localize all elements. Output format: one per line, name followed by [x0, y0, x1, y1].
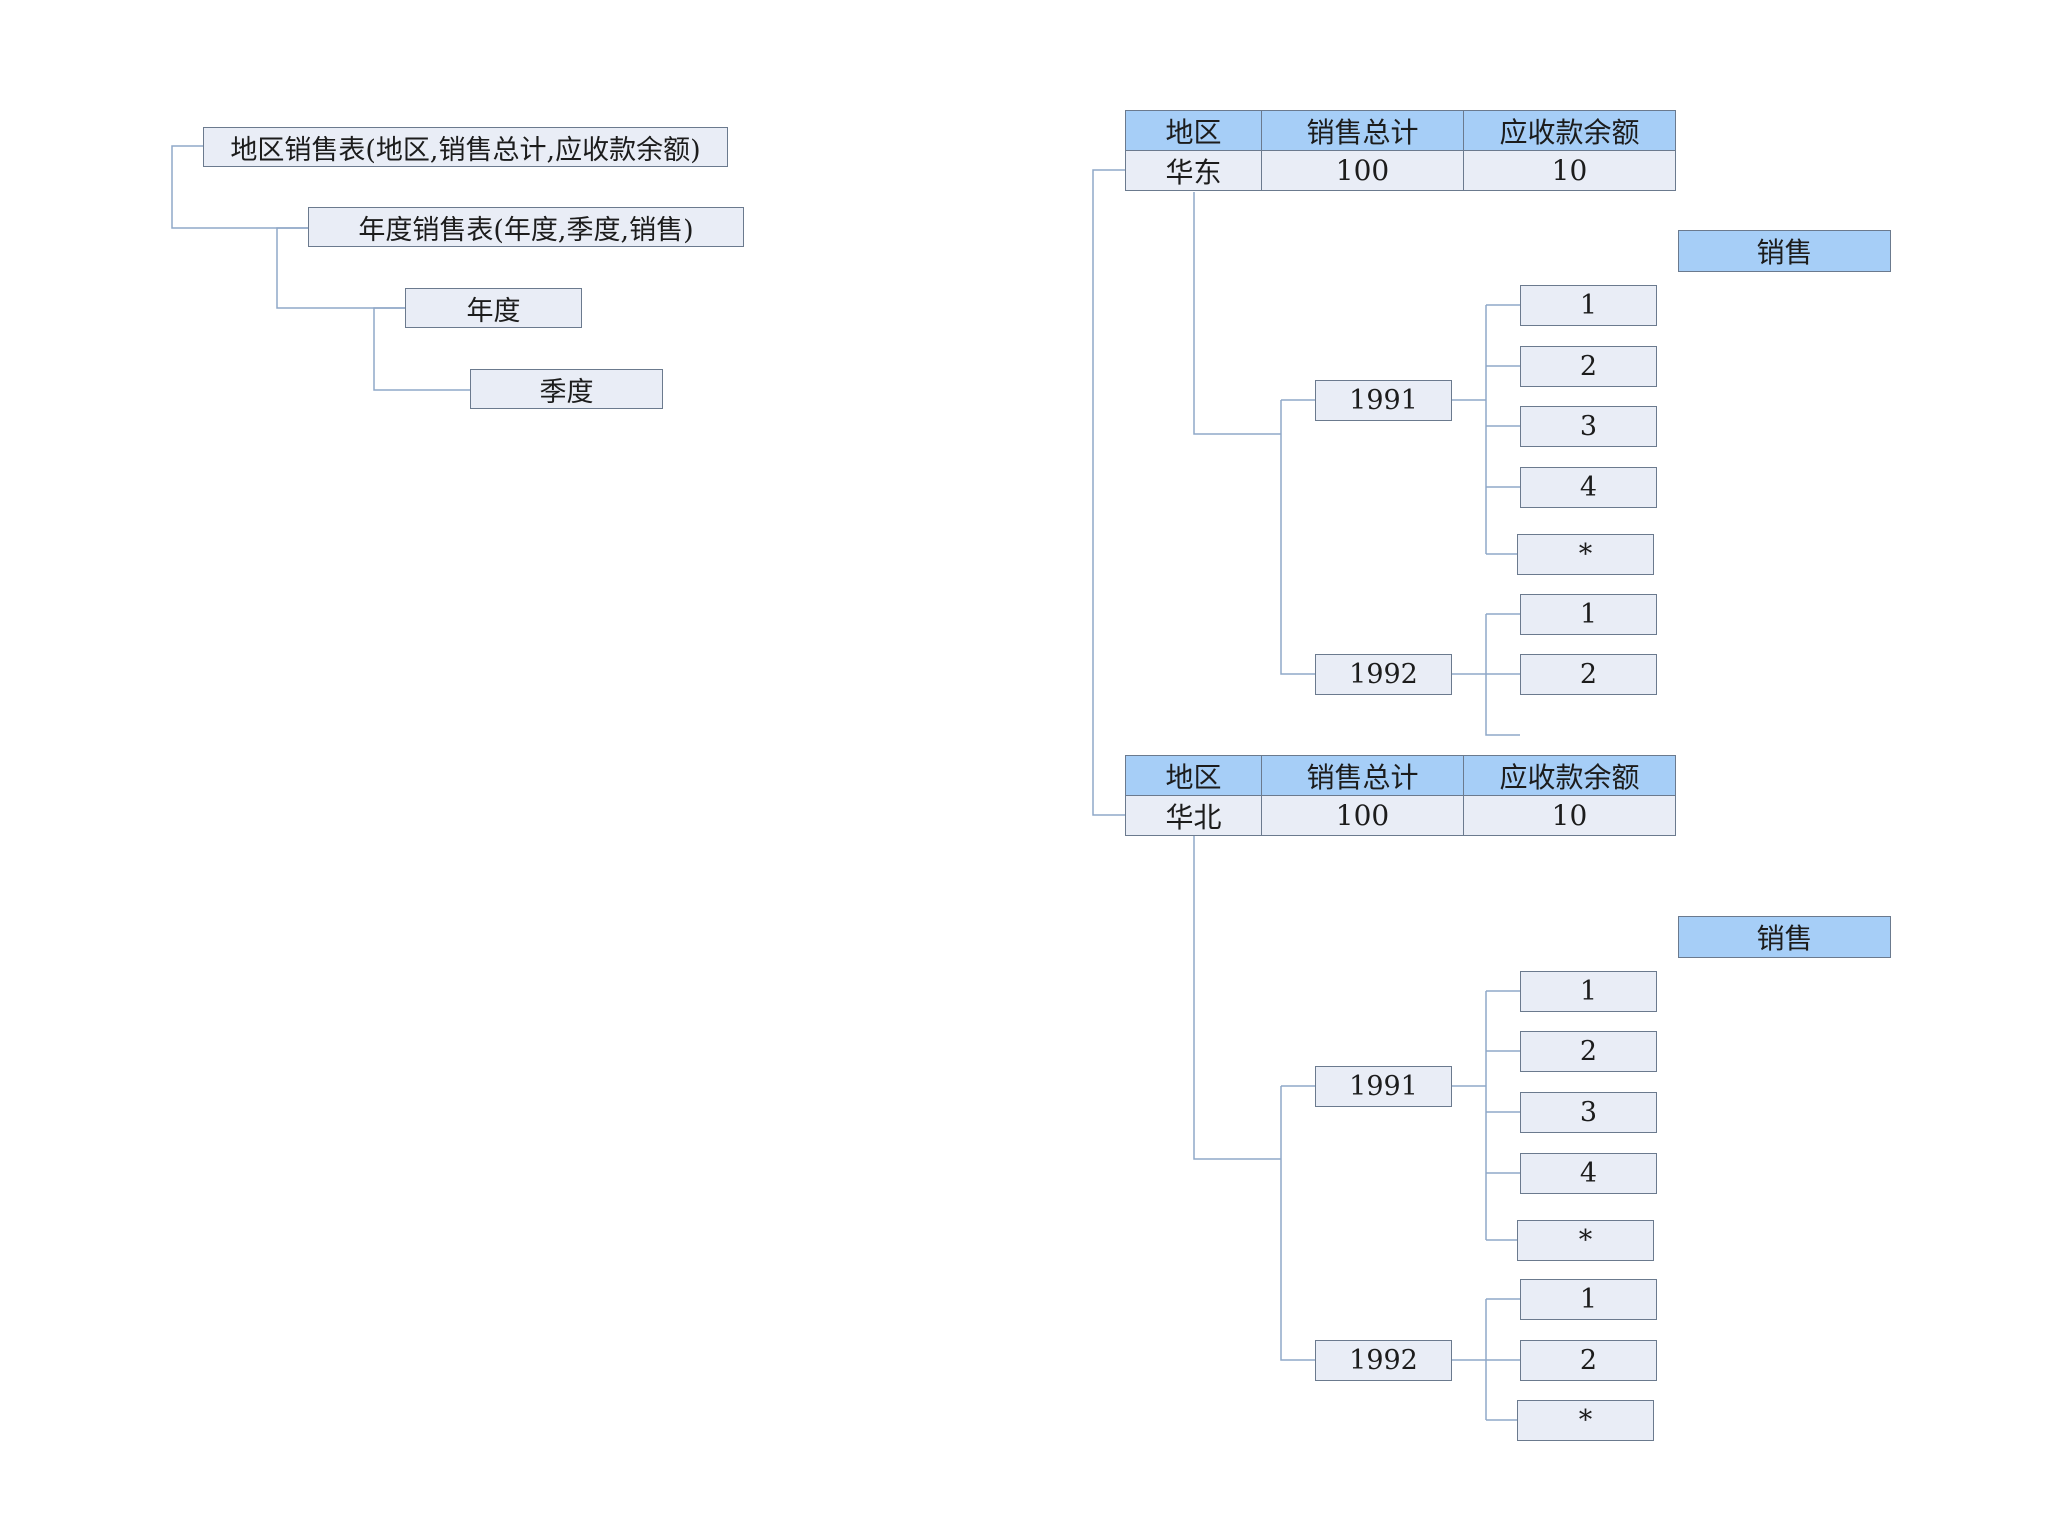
table-cell-region: 华北	[1125, 795, 1262, 836]
year-node: 1991	[1315, 1066, 1452, 1107]
sale-header-1: 销售	[1678, 230, 1891, 272]
sale-header-2: 销售	[1678, 916, 1891, 958]
table-header-receivable: 应收款余额	[1463, 110, 1676, 151]
year-node: 1992	[1315, 1340, 1452, 1381]
table-header-receivable: 应收款余额	[1463, 755, 1676, 796]
quarter-node: 4	[1520, 1153, 1657, 1194]
schema-child-node: 年度销售表(年度,季度,销售)	[308, 207, 744, 247]
schema-quarter-node: 季度	[470, 369, 663, 409]
quarter-node: 2	[1520, 1340, 1657, 1381]
quarter-node: 1	[1520, 285, 1657, 326]
schema-year-node: 年度	[405, 288, 582, 328]
table-header-region: 地区	[1125, 755, 1262, 796]
quarter-node: 3	[1520, 406, 1657, 447]
table-header-total: 销售总计	[1261, 755, 1464, 796]
table-header-total: 销售总计	[1261, 110, 1464, 151]
quarter-node: 1	[1520, 594, 1657, 635]
quarter-node: 2	[1520, 1031, 1657, 1072]
quarter-node: 1	[1520, 1279, 1657, 1320]
table-cell-total: 100	[1261, 150, 1464, 191]
quarter-node: *	[1517, 1220, 1654, 1261]
year-node: 1991	[1315, 380, 1452, 421]
table-header-region: 地区	[1125, 110, 1262, 151]
quarter-node: 2	[1520, 346, 1657, 387]
quarter-node: 1	[1520, 971, 1657, 1012]
quarter-node: 4	[1520, 467, 1657, 508]
quarter-node: 2	[1520, 654, 1657, 695]
year-node: 1992	[1315, 654, 1452, 695]
table-cell-total: 100	[1261, 795, 1464, 836]
table-cell-receivable: 10	[1463, 795, 1676, 836]
table-cell-receivable: 10	[1463, 150, 1676, 191]
quarter-node: 3	[1520, 1092, 1657, 1133]
table-cell-region: 华东	[1125, 150, 1262, 191]
schema-root-node: 地区销售表(地区,销售总计,应收款余额)	[203, 127, 728, 167]
quarter-node: *	[1517, 534, 1654, 575]
quarter-node: *	[1517, 1400, 1654, 1441]
